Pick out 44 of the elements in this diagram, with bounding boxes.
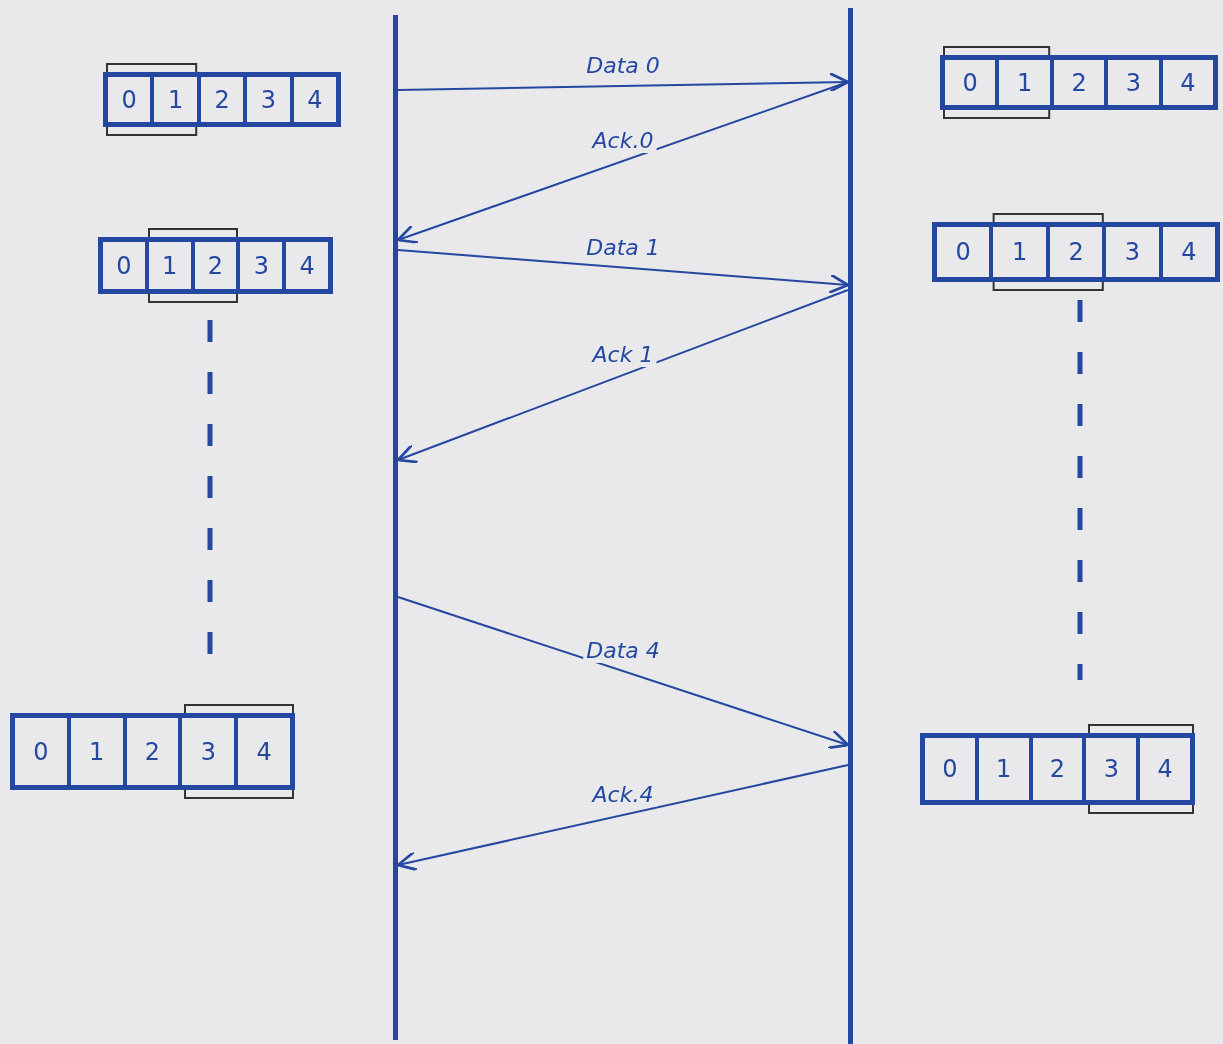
frame-slot: 3 [182, 718, 239, 785]
frame-slot: 3 [1086, 738, 1141, 800]
frame-slot: 3 [1106, 227, 1163, 277]
frame-slot: 4 [1162, 227, 1216, 277]
frame-slot: 1 [70, 718, 127, 785]
frame-slot: 2 [194, 242, 241, 289]
frame-slot: 0 [925, 738, 979, 800]
frame-slot: 3 [1108, 60, 1163, 105]
frame-slot: 0 [103, 242, 149, 289]
frame-slot: 4 [1162, 60, 1214, 105]
frame-slot: 0 [945, 60, 1000, 105]
frame-slot: 2 [1032, 738, 1087, 800]
frame-slot: 1 [993, 227, 1050, 277]
frame-buffer [940, 55, 1218, 110]
arrow [397, 71, 850, 93]
frame-buffer [932, 222, 1220, 282]
frame-buffer [98, 237, 333, 294]
frame-slot: 1 [999, 60, 1054, 105]
frame-slot: 2 [1053, 60, 1109, 105]
frame-slot: 0 [15, 718, 71, 785]
frame-slot: 0 [937, 227, 994, 277]
frame-slot: 0 [108, 77, 155, 122]
arrow [397, 596, 850, 750]
lifeline [393, 15, 398, 1040]
arrow [396, 289, 849, 464]
frame-slot: 1 [978, 738, 1033, 800]
frame-slot: 1 [154, 77, 201, 122]
frame-buffer [920, 733, 1195, 805]
lifeline [848, 8, 853, 1044]
frame-slot: 3 [240, 242, 287, 289]
frame-slot: 2 [1049, 227, 1107, 277]
frame-slot: 4 [1140, 738, 1190, 800]
frame-slot: 2 [126, 718, 183, 785]
frame-slot: 4 [286, 242, 328, 289]
arrow [396, 81, 849, 244]
frame-slot: 2 [200, 77, 248, 122]
frame-buffer [10, 713, 295, 790]
frame-slot: 4 [293, 77, 337, 122]
arrow [397, 249, 850, 294]
arrow [396, 764, 849, 872]
frame-slot: 4 [238, 718, 290, 785]
frame-slot: 3 [247, 77, 294, 122]
frame-buffer [103, 72, 341, 127]
frame-slot: 1 [148, 242, 195, 289]
